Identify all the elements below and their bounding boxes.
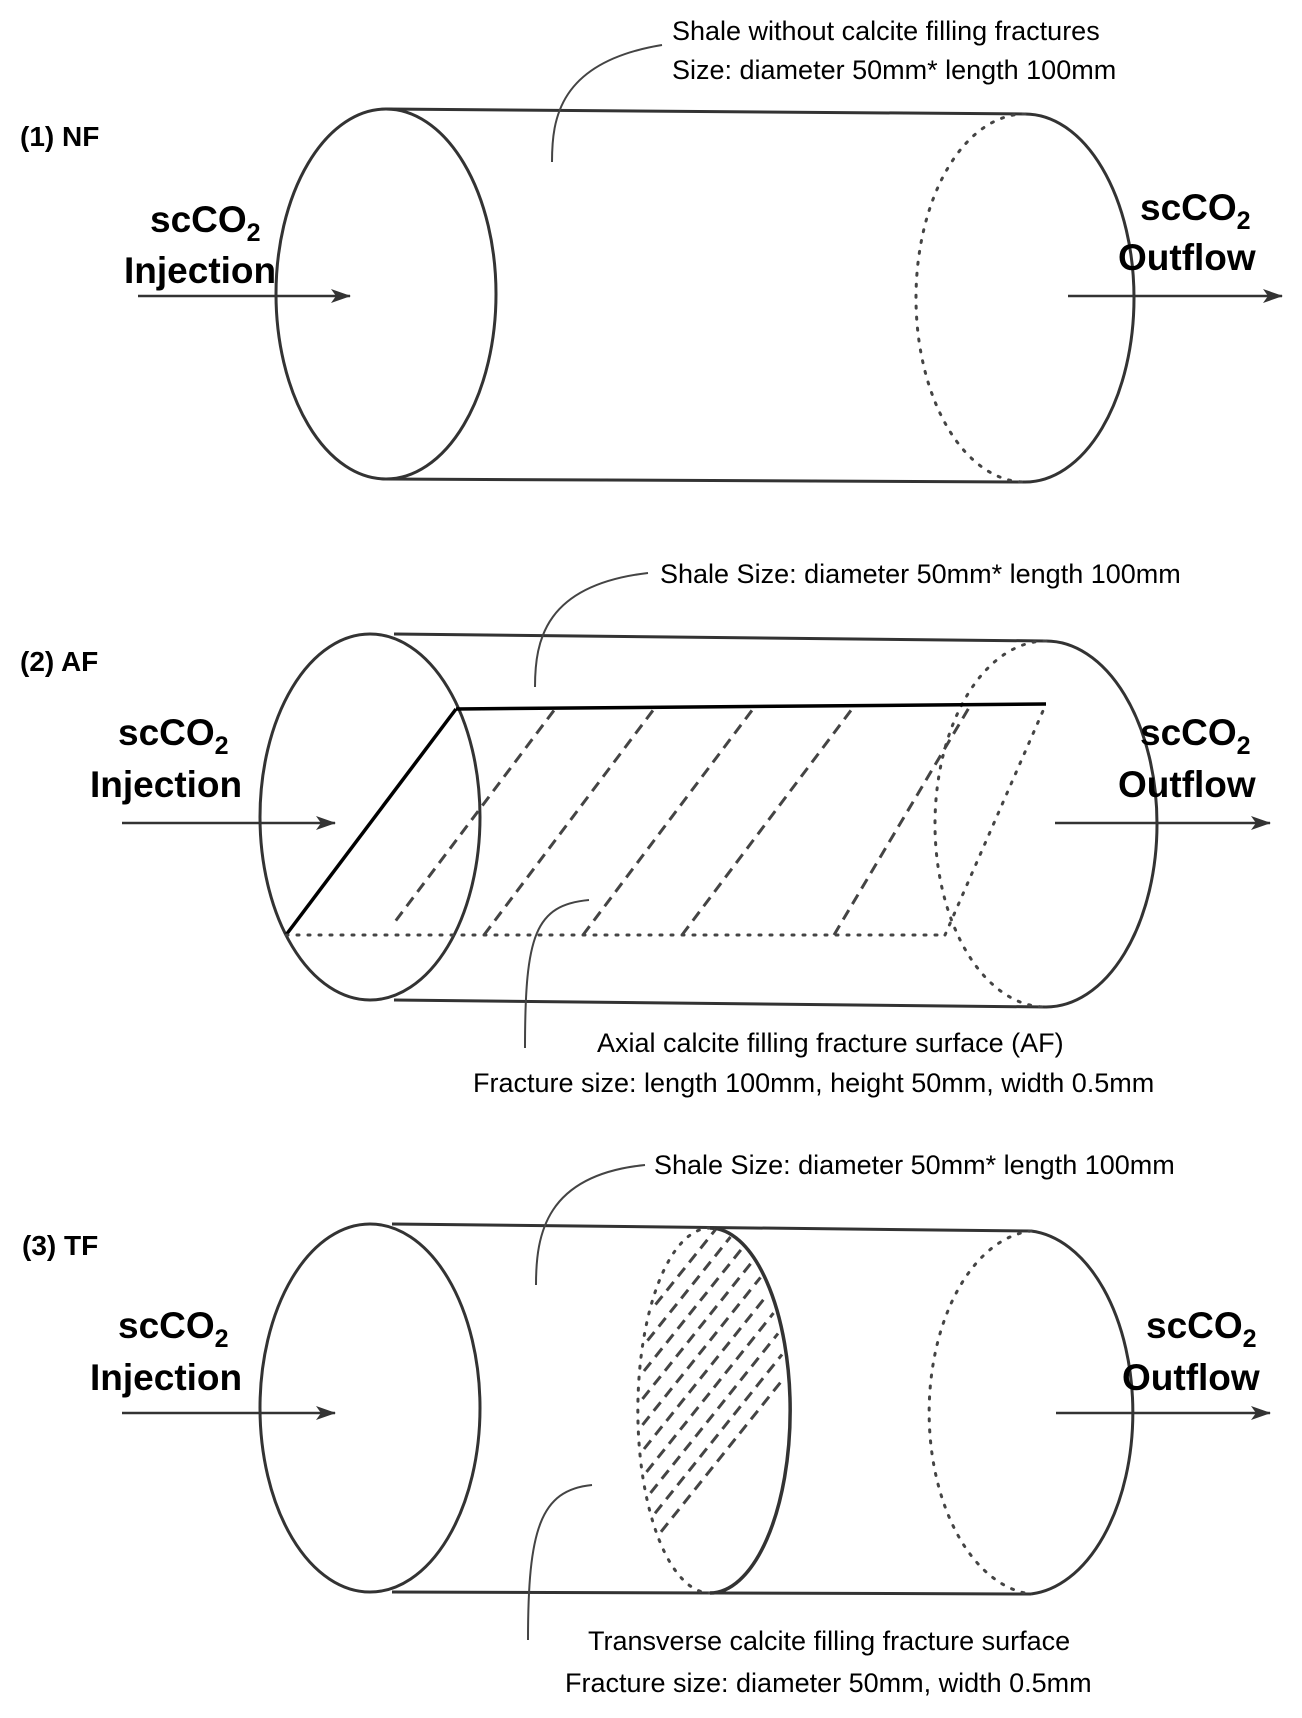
hatch-line [641, 1276, 762, 1426]
fracture-outlet-trace [943, 702, 1048, 937]
outlet-label: scCO2 Outflow [1055, 712, 1271, 830]
outlet-text: Outflow [1118, 764, 1256, 805]
inlet-face [258, 632, 482, 1002]
fracture-top-edge [455, 702, 1047, 711]
core-cylinder [258, 632, 1159, 1009]
outlet-text: Outflow [1118, 237, 1256, 278]
hatch-line [581, 708, 755, 936]
callout-line-2: Fracture size: length 100mm, height 50mm… [473, 1068, 1154, 1098]
callout-text: Shale Size: diameter 50mm* length 100mm [654, 1150, 1175, 1180]
hatch-line [645, 1312, 775, 1473]
transverse-fracture-plane [636, 1226, 792, 1595]
hatch-line [649, 1332, 780, 1494]
callout-leader [535, 1164, 646, 1286]
callout-text: Shale Size: diameter 50mm* length 100mm [660, 559, 1181, 589]
panel-nf: (1) NF Shale without calcite filling fra… [20, 16, 1283, 484]
hatch-line [646, 1235, 732, 1342]
cylinder-right-end [1024, 112, 1136, 484]
hidden-right-face [933, 639, 1048, 1009]
panel-label: (2) AF [20, 646, 98, 677]
callout-leader [534, 572, 649, 688]
hatch-line [482, 708, 656, 936]
outlet-species: scCO2 [1146, 1305, 1257, 1353]
callout-line-1: Axial calcite filling fracture surface (… [597, 1028, 1064, 1058]
core-cylinder [274, 107, 1136, 484]
callout-top: Shale Size: diameter 50mm* length 100mm [534, 559, 1181, 688]
cylinder-bottom-edge [385, 477, 1026, 484]
outlet-species: scCO2 [1140, 712, 1251, 760]
fracture-hatching [641, 1228, 786, 1533]
outlet-label: scCO2 Outflow [1056, 1305, 1271, 1420]
inlet-text: Injection [90, 1357, 242, 1398]
fracture-hatching [394, 705, 972, 936]
panel-label: (3) TF [22, 1230, 98, 1261]
inlet-text: Injection [90, 764, 242, 805]
inlet-species: scCO2 [150, 199, 261, 247]
outlet-species: scCO2 [1140, 187, 1251, 235]
hatch-line [641, 1261, 754, 1400]
callout-leader [524, 899, 590, 1049]
hatch-line [642, 1247, 744, 1372]
inlet-label: scCO2 Injection [124, 199, 351, 303]
callout-line-2: Size: diameter 50mm* length 100mm [672, 55, 1116, 85]
outlet-text: Outflow [1122, 1357, 1260, 1398]
outlet-label: scCO2 Outflow [1068, 187, 1283, 303]
fracture-visible-edge [709, 1226, 792, 1595]
axial-fracture-plane [284, 702, 1048, 937]
inlet-label: scCO2 Injection [90, 712, 336, 830]
callout-bottom: Axial calcite filling fracture surface (… [473, 899, 1154, 1098]
cylinder-top-edge [393, 632, 1047, 643]
callout-line-2: Fracture size: diameter 50mm, width 0.5m… [565, 1668, 1092, 1698]
hatch-line [642, 1293, 769, 1450]
panel-label: (1) NF [20, 121, 99, 152]
panel-af: (2) AF Shale Size: diameter 50mm* len [20, 559, 1271, 1098]
callout-line-1: Shale without calcite filling fractures [672, 16, 1100, 46]
inlet-label: scCO2 Injection [90, 1305, 336, 1420]
callout-top: Shale without calcite filling fractures … [551, 16, 1116, 163]
inlet-face [274, 107, 498, 481]
hatch-line [394, 708, 557, 936]
hatch-line [654, 1228, 717, 1306]
cylinder-bottom-edge [393, 998, 1047, 1009]
panel-tf: (3) TF Shale Size: diameter 50mm* length… [22, 1150, 1271, 1698]
callout-leader [527, 1484, 593, 1641]
cylinder-top-edge [385, 107, 1026, 116]
inlet-species: scCO2 [118, 1305, 229, 1353]
hidden-right-face [914, 112, 1027, 484]
hatch-line [653, 1353, 784, 1515]
hatch-line [680, 708, 854, 936]
hatch-line [832, 705, 972, 936]
callout-line-1: Transverse calcite filling fracture surf… [588, 1626, 1070, 1656]
hidden-right-face [927, 1229, 1033, 1596]
callout-leader [551, 44, 663, 163]
callout-bottom: Transverse calcite filling fracture surf… [527, 1484, 1092, 1698]
fracture-hidden-edge [636, 1226, 712, 1595]
inlet-face [258, 1222, 482, 1594]
fracture-inlet-trace [284, 707, 458, 937]
callout-top: Shale Size: diameter 50mm* length 100mm [535, 1150, 1175, 1286]
inlet-text: Injection [124, 250, 276, 291]
hatch-line [659, 1376, 786, 1533]
inlet-species: scCO2 [118, 712, 229, 760]
